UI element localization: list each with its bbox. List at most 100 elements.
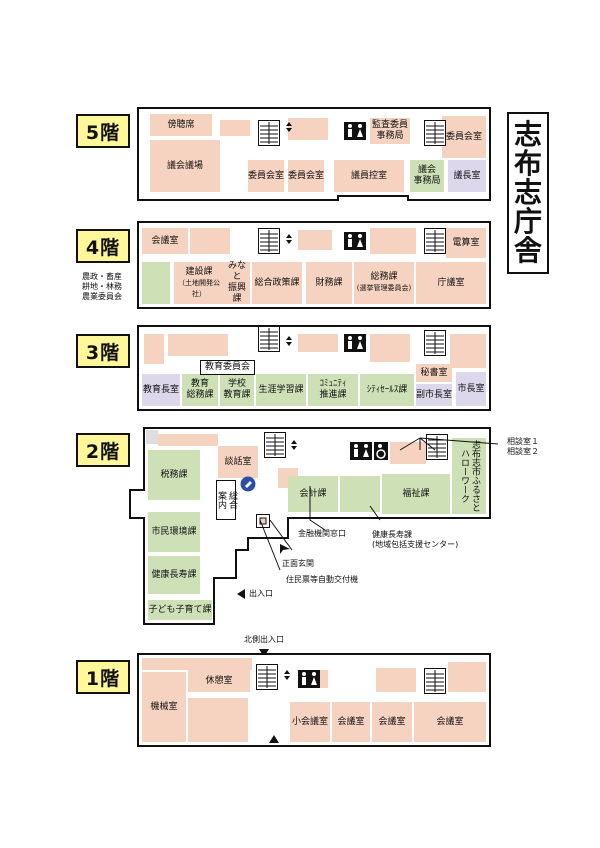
room-soumu: 総務課 (選挙管理委員会) bbox=[354, 262, 414, 304]
room-3f-misc5 bbox=[450, 334, 486, 368]
room-gikai-jimu: 議会 事務局 bbox=[410, 160, 444, 192]
room-shougai: 生涯学習課 bbox=[256, 374, 306, 406]
stairs-icon bbox=[426, 434, 448, 460]
restroom-icon bbox=[344, 232, 366, 250]
room-1f-misc3 bbox=[376, 668, 416, 692]
room-gakkou: 学校 教育課 bbox=[220, 374, 254, 406]
floor-badge-3f: 3階 bbox=[76, 334, 130, 368]
room-iinkai-5f-right: 委員会室 bbox=[442, 116, 486, 158]
room-sougou-seisaku: 総合政策課 bbox=[252, 262, 302, 304]
title-char: 庁 bbox=[513, 205, 542, 239]
room-shimin-kankyou: 市民環境課 bbox=[148, 512, 200, 552]
room-shoukaigi: 小会議室 bbox=[290, 702, 330, 742]
room-kikai: 機械室 bbox=[142, 672, 186, 742]
room-soumu-label: 総務課 bbox=[370, 272, 398, 282]
room-gichou: 議長室 bbox=[448, 160, 486, 192]
floor-plan-1f: 休憩室 機械室 小会議室 会議室 会議室 会議室 bbox=[137, 653, 491, 747]
room-city-sales: ｼﾃｨｾｰﾙｽ課 bbox=[360, 374, 414, 406]
room-shichou: 市長室 bbox=[456, 372, 486, 406]
room-3f-misc1 bbox=[144, 334, 164, 364]
entrance-arrow-icon bbox=[280, 544, 290, 554]
room-fukushi: 福祉課 bbox=[382, 474, 450, 514]
room-soudan bbox=[390, 442, 426, 464]
room-iinkai-2: 委員会室 bbox=[288, 160, 324, 192]
room-5f-misc bbox=[288, 118, 328, 140]
stairs-icon bbox=[424, 668, 446, 694]
elevator-icon bbox=[284, 670, 290, 680]
stairs-icon bbox=[256, 664, 278, 690]
callout-soudan: 相談室１ 相談室２ bbox=[507, 437, 539, 456]
room-chougi: 庁議室 bbox=[416, 262, 486, 304]
room-2f-corner bbox=[146, 430, 158, 444]
floor-plan-5f: 傍聴席 議会議場 監査委員 事務局 委員会室 委員会室 委員会室 議員控室 議会… bbox=[137, 107, 491, 201]
callout-deiriguchi: 出入口 bbox=[249, 589, 273, 598]
room-densan: 電算室 bbox=[446, 228, 486, 258]
stairs-icon bbox=[424, 330, 446, 356]
room-1f-misc1 bbox=[188, 698, 248, 742]
room-4f-misc1 bbox=[190, 228, 230, 254]
room-4f-misc2 bbox=[298, 230, 332, 250]
callout-shoumen: 正面玄関 bbox=[282, 559, 314, 568]
callout-jidou: 住民票等自動交付機 bbox=[286, 575, 358, 584]
room-hellowork: 志布志市ふるさと ハローワーク bbox=[452, 438, 486, 514]
elevator-icon bbox=[291, 440, 297, 450]
callout-kinyuu: 金融機関窓口 bbox=[298, 529, 346, 538]
room-kensetsu-sub: （土地開発公社） bbox=[178, 278, 220, 298]
room-kenkou-chouju: 健康長寿課 bbox=[148, 556, 200, 594]
elevator-icon bbox=[286, 234, 292, 244]
room-gikai-gijou: 議会議場 bbox=[150, 140, 220, 192]
exit-arrow-icon bbox=[237, 589, 245, 599]
callout-lines-2f bbox=[259, 437, 499, 571]
room-kansa: 監査委員 事務局 bbox=[370, 118, 410, 144]
room-minato: みなと 振興課 bbox=[224, 261, 250, 304]
room-bouchouseki: 傍聴席 bbox=[150, 114, 212, 136]
stairs-icon bbox=[424, 120, 446, 146]
room-kaikei: 会計課 bbox=[288, 476, 338, 512]
floor-plan-4f: 会議室 電算室 建設課 （土地開発公社） みなと 振興課 総合政策課 財務課 総… bbox=[137, 221, 491, 309]
title-char: 志 bbox=[513, 175, 542, 209]
stairs-icon bbox=[258, 228, 280, 254]
entrance-arrow-icon bbox=[269, 735, 279, 743]
room-4f-misc3 bbox=[370, 228, 416, 254]
room-fukushichou: 副市長室 bbox=[416, 384, 452, 406]
room-zeimu: 税務課 bbox=[148, 450, 200, 500]
floor-plan-2f: 談話室 税務課 市民環境課 健康長寿課 子ども子育て課 会計課 福祉課 志布志市… bbox=[128, 427, 491, 625]
room-iinkai-1: 委員会室 bbox=[248, 160, 284, 192]
title-char: 志 bbox=[513, 117, 542, 151]
restroom-icon bbox=[298, 670, 320, 688]
building-title: 志 布 志 庁 舎 bbox=[507, 112, 549, 274]
room-2f-misc1 bbox=[158, 434, 218, 446]
room-kensetsu: 建設課 （土地開発公社） bbox=[174, 262, 224, 304]
room-corridor-5f bbox=[220, 120, 250, 136]
room-kenkou-center-counter bbox=[340, 476, 380, 512]
room-danwa: 談話室 bbox=[218, 446, 258, 478]
information-icon bbox=[240, 476, 256, 492]
room-hisho: 秘書室 bbox=[416, 364, 452, 382]
room-kaigi-1f-2: 会議室 bbox=[372, 702, 412, 742]
floor-plan-3f: 教育長室 教育 総務課 学校 教育課 生涯学習課 ｺﾐｭﾆﾃｨ 推進課 ｼﾃｨｾ… bbox=[137, 325, 491, 411]
room-kyuukei: 休憩室 bbox=[188, 670, 250, 692]
restroom-icon bbox=[350, 442, 372, 460]
room-giin-hikae: 議員控室 bbox=[334, 160, 404, 192]
callout-kita-deiriguchi: 北側出入口 bbox=[244, 635, 284, 644]
accessible-restroom-icon bbox=[374, 442, 388, 460]
room-3f-misc4 bbox=[370, 334, 410, 362]
room-community: ｺﾐｭﾆﾃｨ 推進課 bbox=[308, 374, 358, 406]
label-kyouiku-iinkai: 教育委員会 bbox=[200, 360, 256, 375]
room-kyouikuchou: 教育長室 bbox=[142, 374, 180, 406]
stairs-icon bbox=[258, 326, 280, 352]
stairs-icon bbox=[264, 432, 286, 458]
title-char: 舎 bbox=[513, 234, 542, 268]
floor-badge-2f: 2階 bbox=[76, 433, 130, 467]
room-sougou-annai: 総合 案内 bbox=[216, 480, 237, 520]
restroom-icon bbox=[344, 122, 366, 140]
room-zaimu: 財務課 bbox=[306, 262, 352, 304]
elevator-icon bbox=[286, 336, 292, 346]
room-kensetsu-label: 建設課 bbox=[185, 266, 213, 277]
room-1f-misc4 bbox=[448, 662, 486, 692]
floor-badge-4f: 4階 bbox=[76, 229, 130, 263]
room-kaigi-1f-3: 会議室 bbox=[414, 702, 486, 742]
room-3f-misc3 bbox=[298, 334, 338, 352]
label-nousei: 農政・畜産 耕地・林務 農業委員会 bbox=[82, 272, 122, 301]
stairs-icon bbox=[258, 120, 280, 146]
